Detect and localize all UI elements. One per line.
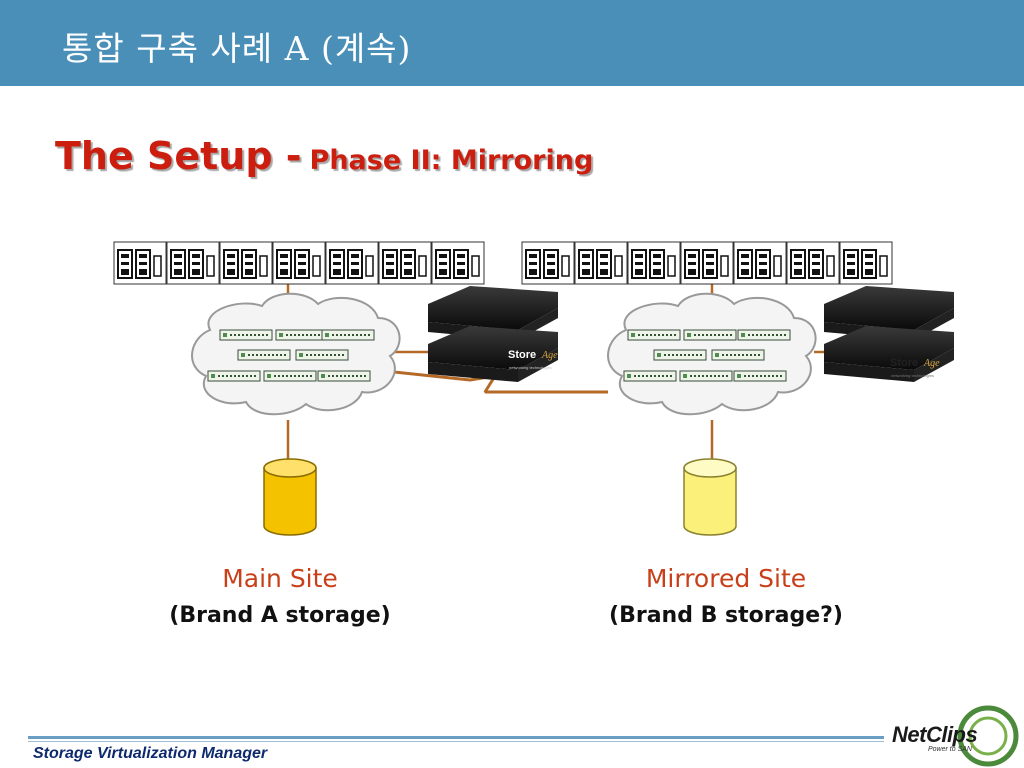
mirrored-storage-cylinder — [683, 458, 737, 536]
netclips-logo: NetClips Power to SAN — [888, 704, 1022, 768]
server-icon — [627, 241, 681, 285]
switch-icon — [295, 349, 349, 361]
appliance-brand: Store — [508, 349, 536, 361]
network-diagram: Store Age networking technologies Store … — [113, 241, 954, 628]
server-icon — [272, 241, 326, 285]
setup-heading-phase: Phase II: Mirroring — [309, 145, 594, 176]
logo-tagline: Power to SAN — [928, 746, 972, 753]
main-site-label: Main Site — [222, 564, 338, 593]
appliance-tagline: networking technologies — [509, 365, 552, 370]
switch-icon — [623, 370, 677, 382]
server-icon — [166, 241, 220, 285]
server-icon — [431, 241, 485, 285]
switch-icon — [317, 370, 371, 382]
main-site-storage-label: (Brand A storage) — [169, 603, 390, 628]
switch-icon — [711, 349, 765, 361]
footer-divider — [28, 736, 884, 739]
setup-heading: The Setup -Phase II: Mirroring — [55, 134, 593, 178]
server-icon — [325, 241, 379, 285]
switch-icon — [207, 370, 261, 382]
switch-icon — [733, 370, 787, 382]
appliance-brand: Store — [890, 357, 918, 369]
mirrored-site-servers — [521, 241, 893, 285]
switch-icon — [737, 329, 791, 341]
main-virtualization-appliance: Store Age networking technologies — [428, 286, 558, 382]
main-site-servers — [113, 241, 485, 285]
main-storage-body — [263, 467, 317, 536]
switch-icon — [237, 349, 291, 361]
switch-icon — [653, 349, 707, 361]
server-icon — [733, 241, 787, 285]
server-icon — [521, 241, 575, 285]
main-san-cloud — [191, 292, 401, 416]
mirrored-site-storage-label: (Brand B storage?) — [609, 603, 843, 628]
appliance-tagline: networking technologies — [891, 373, 934, 378]
server-icon — [786, 241, 840, 285]
appliance-brand-suffix: Age — [541, 350, 558, 361]
server-icon — [574, 241, 628, 285]
switch-icon — [321, 329, 375, 341]
mirrored-san-cloud — [607, 292, 817, 416]
slide-title: 통합 구축 사례 A (계속) — [62, 29, 412, 68]
mirrored-storage-body — [683, 467, 737, 536]
main-storage-cylinder — [263, 458, 317, 536]
server-icon — [219, 241, 273, 285]
logo-text: NetClips — [892, 722, 978, 747]
footer-divider-thin — [28, 741, 884, 742]
logo-swirl-icon — [957, 705, 1019, 767]
switch-icon — [219, 329, 273, 341]
switch-icon — [683, 329, 737, 341]
switch-icon — [275, 329, 329, 341]
server-icon — [378, 241, 432, 285]
switch-icon — [679, 370, 733, 382]
switch-icon — [263, 370, 317, 382]
appliance-brand-suffix: Age — [923, 358, 940, 369]
slide-header: 통합 구축 사례 A (계속) — [0, 0, 1024, 86]
server-icon — [680, 241, 734, 285]
server-icon — [113, 241, 167, 285]
mirrored-site-label: Mirrored Site — [646, 564, 806, 593]
mirrored-virtualization-appliance: Store Age networking technologies — [824, 286, 954, 382]
server-icon — [839, 241, 893, 285]
setup-heading-main: The Setup - — [55, 134, 302, 178]
footer-title: Storage Virtualization Manager — [33, 745, 268, 762]
switch-icon — [627, 329, 681, 341]
